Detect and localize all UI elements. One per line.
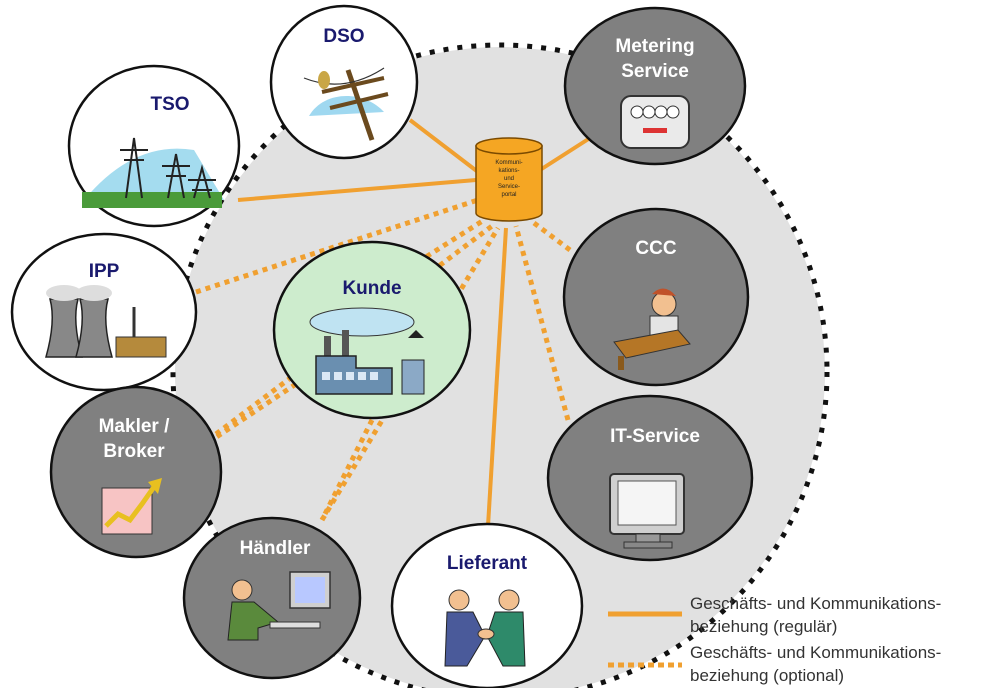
connections (195, 118, 592, 527)
node-label: IT-Service (610, 426, 700, 447)
node-label: IPP (89, 261, 120, 282)
trader-at-desk-icon (227, 571, 331, 641)
connection-it-service (513, 225, 571, 421)
node-label: Lieferant (447, 553, 528, 574)
node-haendler[interactable]: Händler (182, 516, 362, 680)
connection-tso (237, 178, 477, 202)
portal-label-line-4: Service- (498, 184, 520, 190)
connection-dso (408, 118, 480, 174)
node-tso[interactable]: TSO (67, 64, 241, 228)
portal-label-line-3: und (504, 176, 514, 182)
rising-chart-icon (101, 478, 162, 535)
portal-label-line-2: kations- (498, 168, 519, 174)
node-label: CCC (635, 238, 676, 259)
node-label: Service (621, 61, 689, 82)
legend-regular-line-1: Geschäfts- und Kommunikations- (690, 594, 941, 613)
node-label: Broker (103, 441, 165, 462)
service-portal[interactable]: Kommuni- kations- und Service- portal (475, 137, 543, 222)
handshake-icon (444, 589, 526, 667)
node-label: DSO (323, 26, 364, 47)
electricity-meter-icon (620, 95, 690, 149)
call-center-agent-icon (613, 288, 691, 370)
node-label: TSO (150, 94, 189, 115)
node-circle (269, 4, 419, 160)
node-label: Metering (615, 36, 694, 57)
node-circle (563, 6, 747, 166)
connection-lieferant (486, 227, 508, 527)
factory-icon (309, 307, 425, 395)
legend-regular-line-2: beziehung (regulär) (690, 617, 837, 636)
computer-monitor-icon (609, 473, 685, 549)
portal-label-line-1: Kommuni- (495, 160, 522, 166)
node-ipp[interactable]: IPP (10, 232, 198, 392)
node-it-service[interactable]: IT-Service (546, 394, 754, 562)
legend-optional-line-2: beziehung (optional) (690, 666, 844, 685)
transmission-towers-icon (82, 137, 224, 208)
node-makler-broker[interactable]: Makler / Broker (49, 385, 223, 559)
node-ccc[interactable]: CCC (562, 207, 750, 387)
node-label: Makler / (99, 416, 170, 437)
ring-dotted-border (170, 42, 830, 688)
node-label: Händler (240, 538, 311, 559)
node-kunde[interactable]: Kunde (272, 240, 472, 420)
node-lieferant[interactable]: Lieferant (390, 522, 584, 688)
power-line-bird-icon (303, 67, 389, 141)
connection-kunde-haendler (319, 418, 375, 522)
node-label: Kunde (342, 278, 401, 299)
node-circle (390, 522, 584, 688)
legend: Geschäfts- und Kommunikations- beziehung… (608, 594, 941, 685)
connection-kunde (416, 217, 486, 265)
connection-metering-service (538, 136, 592, 172)
node-dso[interactable]: DSO (269, 4, 419, 160)
connection-ccc (528, 218, 572, 252)
power-plant-cooling-towers-icon (45, 285, 167, 358)
portal-label-line-5: portal (501, 192, 516, 198)
database-cylinder-icon (475, 137, 543, 222)
legend-optional-line-1: Geschäfts- und Kommunikations- (690, 643, 941, 662)
node-circle (49, 385, 223, 559)
